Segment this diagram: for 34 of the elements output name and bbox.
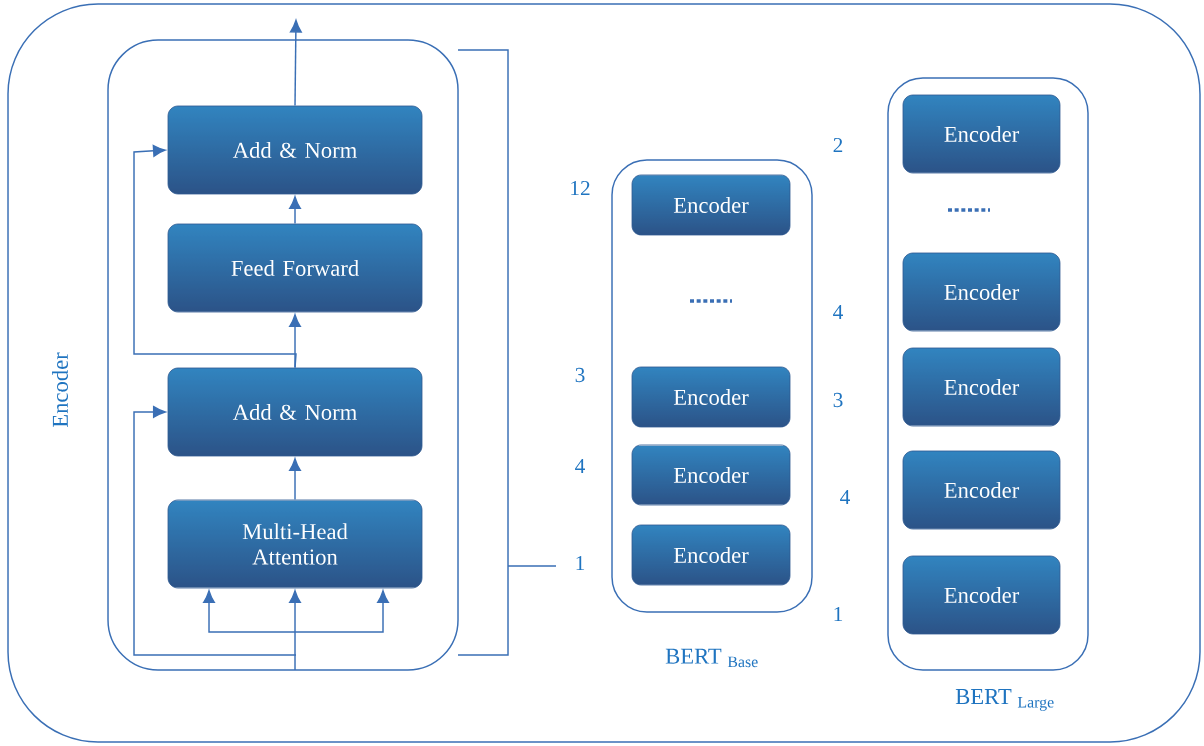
- heading: BERT $_{Base}$: [665, 648, 758, 668]
- arrow: [289, 19, 302, 107]
- arrow: [133, 406, 297, 656]
- process-box: Encoder: [631, 524, 791, 586]
- arrow: [289, 458, 301, 501]
- layer-number: 4: [575, 459, 585, 473]
- layer-number: 3: [833, 392, 843, 408]
- layer-number: 12: [571, 180, 590, 196]
- process-box: Encoder: [631, 444, 791, 506]
- process-box: Add & Norm: [167, 105, 423, 195]
- heading: BERT $_{Large}$: [955, 689, 1054, 711]
- process-box: Encoder: [631, 366, 791, 428]
- arrow: [289, 590, 301, 671]
- process-box: Encoder: [902, 252, 1061, 332]
- layer-number: 1: [576, 555, 585, 571]
- process-box: Encoder: [902, 94, 1061, 174]
- arrow: [294, 590, 389, 633]
- heading: Encoder: [52, 352, 68, 428]
- layer-number: 4: [840, 490, 850, 504]
- layer-number: 4: [833, 305, 843, 319]
- process-box: Multi-Head Attention: [167, 499, 423, 589]
- container-box: [107, 39, 459, 671]
- process-box: Add & Norm: [167, 367, 423, 457]
- layer-number: 2: [833, 137, 843, 153]
- arrow: [203, 590, 296, 633]
- layer-number: 1: [834, 606, 843, 622]
- arrow: [289, 196, 301, 225]
- layer-number: 3: [575, 367, 585, 383]
- process-box: Encoder: [902, 555, 1061, 635]
- arrow: [133, 144, 297, 369]
- process-box: Encoder: [902, 450, 1061, 530]
- process-box: Encoder: [902, 347, 1061, 427]
- process-box: Feed Forward: [167, 223, 423, 313]
- process-box: Encoder: [631, 174, 791, 236]
